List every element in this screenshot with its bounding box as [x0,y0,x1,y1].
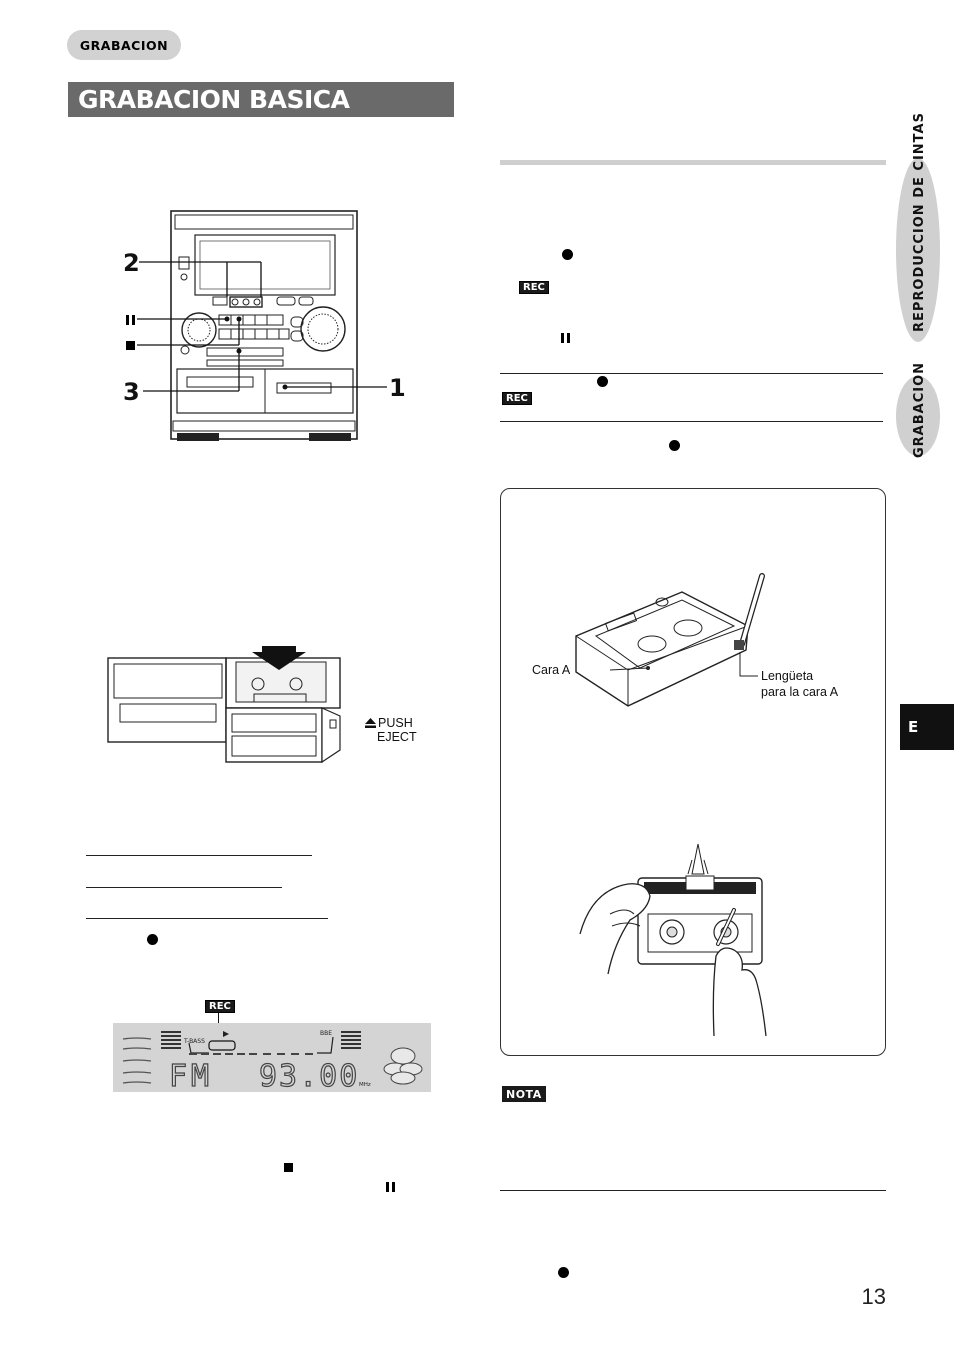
cassette-deck-illustration [100,640,350,770]
page-title: GRABACION BASICA [68,82,454,117]
unit-label: MHz [359,1082,371,1088]
rule [86,855,312,856]
callout-3: 3 [123,378,140,406]
record-icon [562,249,573,260]
nota-badge: NOTA [502,1086,546,1102]
tbass-label: T-BASS [183,1038,205,1045]
side-a-label: Cara A [532,663,571,677]
rule [500,421,883,422]
record-icon [597,376,608,387]
lcd-display: T-BASS BBE FM 93.00 MHz [113,1023,431,1095]
frequency-readout: 93.00 [259,1059,359,1092]
band-readout: FM [169,1059,213,1092]
pause-icon [561,333,570,343]
side-tab-text-grabacion: GRABACION [912,362,927,458]
language-tab: E [900,704,954,750]
record-icon [558,1267,569,1278]
section-badge: GRABACION [67,30,181,60]
push-eject-label: PUSH EJECT [365,716,417,744]
tab-label-line2: para la cara A [761,685,839,699]
rec-badge: REC [205,1000,235,1013]
stop-icon [284,1163,293,1172]
callout-2: 2 [123,249,140,277]
rule [86,887,282,888]
rule [500,373,883,374]
bbe-label: BBE [320,1030,332,1037]
stop-icon [126,341,135,350]
stereo-unit-illustration [115,205,415,450]
eject-icon [365,718,376,728]
eject-label: EJECT [377,730,417,744]
rec-badge: REC [519,281,549,294]
push-label: PUSH [378,716,413,730]
callout-1: 1 [389,374,406,402]
cassette-tab-illustration [570,572,780,712]
record-icon [147,934,158,945]
side-tab-text-reproduccion: REPRODUCCION DE CINTAS [912,112,927,332]
tab-label-line1: Lengüeta [761,669,814,683]
section-divider [500,160,886,165]
hands-cassette-illustration [576,840,776,1040]
rule [500,1190,886,1191]
record-icon [669,440,680,451]
erase-protection-box [500,488,886,1056]
page-number: 13 [861,1284,886,1309]
rule [86,918,328,919]
pause-icon [126,315,135,325]
pause-icon [386,1182,395,1192]
side-tab-vertical: GRABACION REPRODUCCION DE CINTAS [896,80,940,460]
rec-badge: REC [502,392,532,405]
